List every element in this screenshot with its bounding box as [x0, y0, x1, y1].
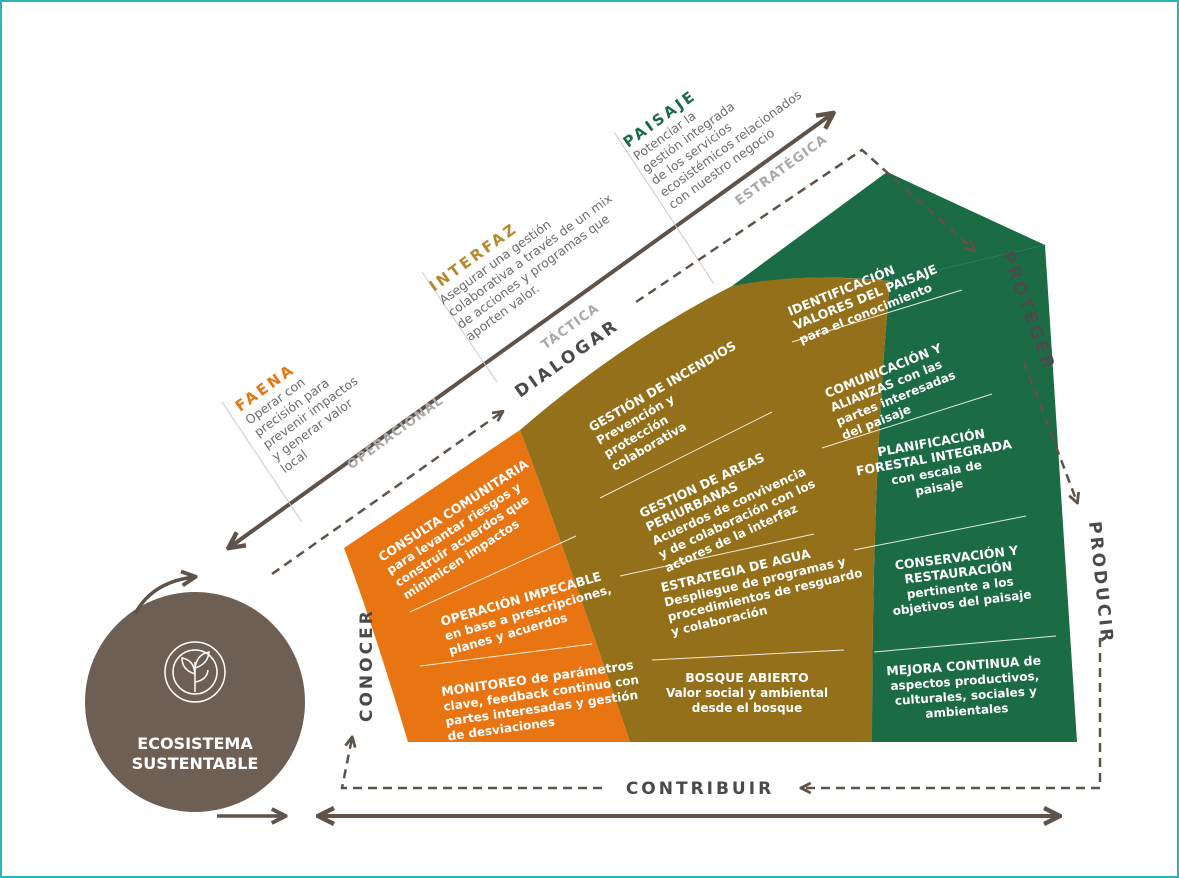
- arrow-dialogar-to-proteger: [635, 148, 974, 304]
- verb-producir: PRODUCIR: [1084, 520, 1117, 645]
- olive-band-item-4-line-2: Valor social y ambiental: [666, 686, 828, 700]
- olive-band-item-4-line-1: BOSQUE ABIERTO: [685, 670, 808, 685]
- logo-line2: SUSTENTABLE: [132, 754, 259, 773]
- stage-separators: [221, 131, 715, 523]
- arrow-producir-to-contribuir: [802, 638, 1102, 788]
- leaf-circle-icon: [164, 641, 226, 703]
- arrow-proteger-to-producir: [1022, 361, 1077, 502]
- olive-band-item-4-line-3: desde el bosque: [692, 701, 802, 715]
- green-band-item-5: MEJORA CONTINUA deaspectos productivos,c…: [886, 653, 1045, 724]
- arrow-conocer-to-dialogar: [271, 412, 502, 576]
- logo-line1: ECOSISTEMA: [137, 734, 253, 753]
- green-band-item-5-line-4: ambientales: [925, 701, 1009, 721]
- logo-arrows: [133, 577, 284, 816]
- cycle-dashed-arrows: [271, 148, 1102, 790]
- verb-contribuir: CONTRIBUIR: [626, 779, 774, 799]
- arrow-contribuir-to-conocer: [340, 738, 602, 790]
- strategy-axis-arrow: [230, 114, 832, 547]
- verb-conocer: CONOCER: [357, 608, 377, 722]
